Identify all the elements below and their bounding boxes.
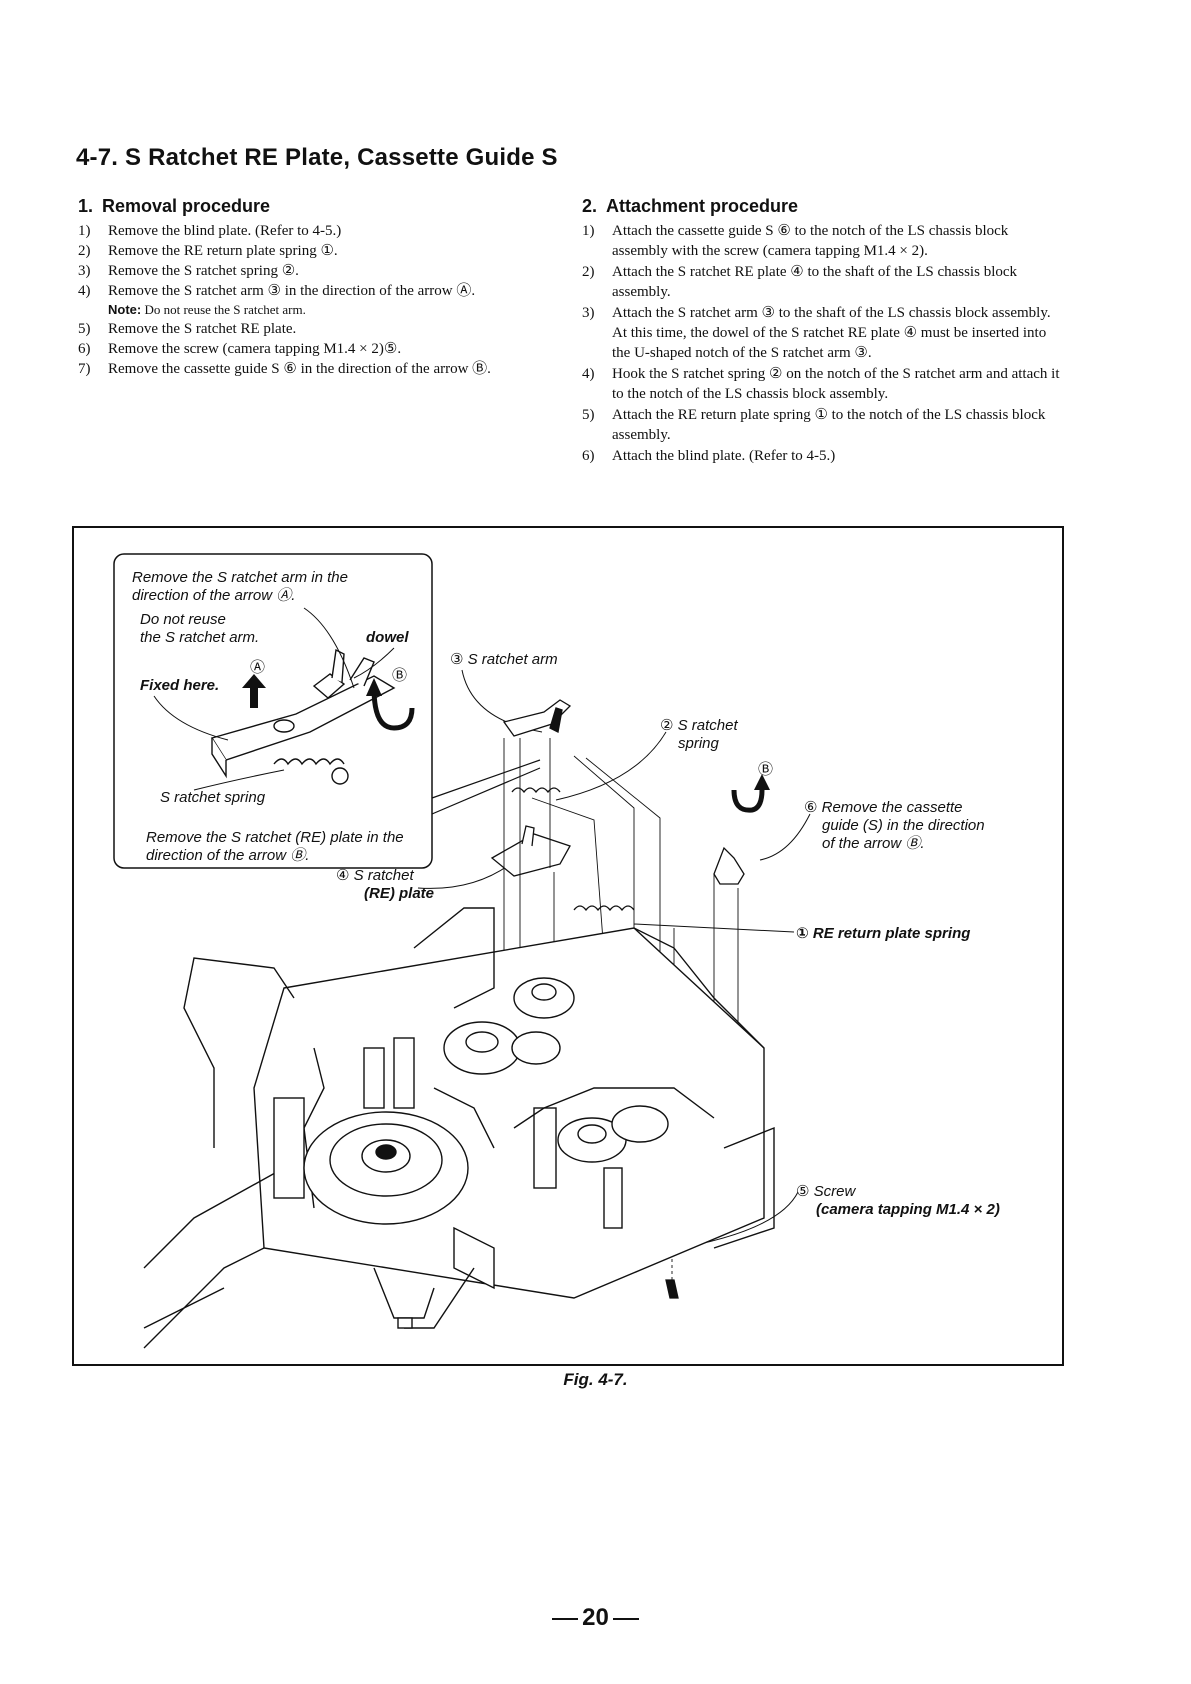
inset-ratchet-arm-drawing [210,648,396,785]
arrow-b-main-icon [731,774,770,813]
page-number: 20 [0,1604,1191,1632]
figure-frame: Remove the S ratchet arm in the directio… [72,526,1064,1366]
label-re-plate-1: ④ S ratchet [336,867,414,884]
inset-plate-1: Remove the S ratchet (RE) plate in the [146,829,404,846]
list-item: 3)Attach the S ratchet arm ③ to the shaf… [582,305,1051,361]
inset-box: Remove the S ratchet arm in the directio… [113,553,541,869]
mechanism-illustration: Remove the S ratchet arm in the directio… [113,553,1000,1349]
inset-fixed-here: Fixed here. [140,677,219,694]
list-item: 5)Remove the S ratchet RE plate. [78,321,297,337]
list-item: 2)Remove the RE return plate spring ①. [78,243,338,259]
label-return-spring: ① RE return plate spring [796,925,970,942]
exploded-parts [490,699,745,1299]
dash-right [612,1617,639,1620]
label-cassette-guide-3: of the arrow Ⓑ. [822,835,925,852]
inset-marker-a: Ⓐ [250,658,265,676]
list-item: 4)Remove the S ratchet arm ③ in the dire… [78,283,476,299]
inset-marker-b: Ⓑ [392,666,407,684]
list-item: 7)Remove the cassette guide S ⑥ in the d… [78,361,491,377]
list-item: 1)Attach the cassette guide S ⑥ to the n… [582,223,1009,259]
list-item: 1)Remove the blind plate. (Refer to 4-5.… [78,223,342,239]
inset-spring-label: S ratchet spring [160,789,266,806]
attachment-heading: 2.Attachment procedure [582,196,799,216]
label-ratchet-spring-2: spring [678,735,720,752]
label-ratchet-spring-1: ② S ratchet [660,717,738,734]
inset-plate-2: direction of the arrow Ⓑ. [146,847,309,864]
page-title: 4-7. S Ratchet RE Plate, Cassette Guide … [76,144,558,171]
label-cassette-guide-2: guide (S) in the direction [822,817,985,834]
list-item: 2)Attach the S ratchet RE plate ④ to the… [582,264,1018,300]
label-screw-1: ⑤ Screw [796,1183,856,1200]
inset-no-reuse-1: Do not reuse [140,611,226,628]
inset-dowel: dowel [366,629,409,646]
label-re-plate-2: (RE) plate [364,885,434,902]
arrow-b-icon [366,678,415,731]
label-cassette-guide-1: ⑥ Remove the cassette [804,799,963,816]
removal-procedure: 1.Removal procedure 1)Remove the blind p… [78,196,548,379]
list-item: 5)Attach the RE return plate spring ① to… [582,407,1046,443]
removal-steps: 1)Remove the blind plate. (Refer to 4-5.… [78,221,548,379]
removal-heading: 1.Removal procedure [78,196,271,216]
attachment-steps: 1)Attach the cassette guide S ⑥ to the n… [582,221,1060,466]
label-screw-2: (camera tapping M1.4 × 2) [816,1201,1000,1218]
arrow-a-icon [242,674,266,708]
inset-no-reuse-2: the S ratchet arm. [140,629,259,646]
list-item: 4)Hook the S ratchet spring ② on the not… [582,366,1060,402]
dash-left [552,1617,579,1620]
inset-line2: direction of the arrow Ⓐ. [132,587,295,604]
attachment-procedure: 2.Attachment procedure 1)Attach the cass… [582,196,1060,467]
inset-line1: Remove the S ratchet arm in the [132,569,348,586]
chassis-drawing [143,907,775,1349]
list-item: 6)Attach the blind plate. (Refer to 4-5.… [582,448,836,464]
note: Note: Do not reuse the S ratchet arm. [108,302,306,317]
label-ratchet-arm: ③ S ratchet arm [450,651,558,668]
label-marker-b: Ⓑ [758,760,773,778]
list-item: 6)Remove the screw (camera tapping M1.4 … [78,341,402,357]
list-item: 3)Remove the S ratchet spring ②. [78,263,299,279]
figure-caption: Fig. 4-7. [563,1370,628,1389]
